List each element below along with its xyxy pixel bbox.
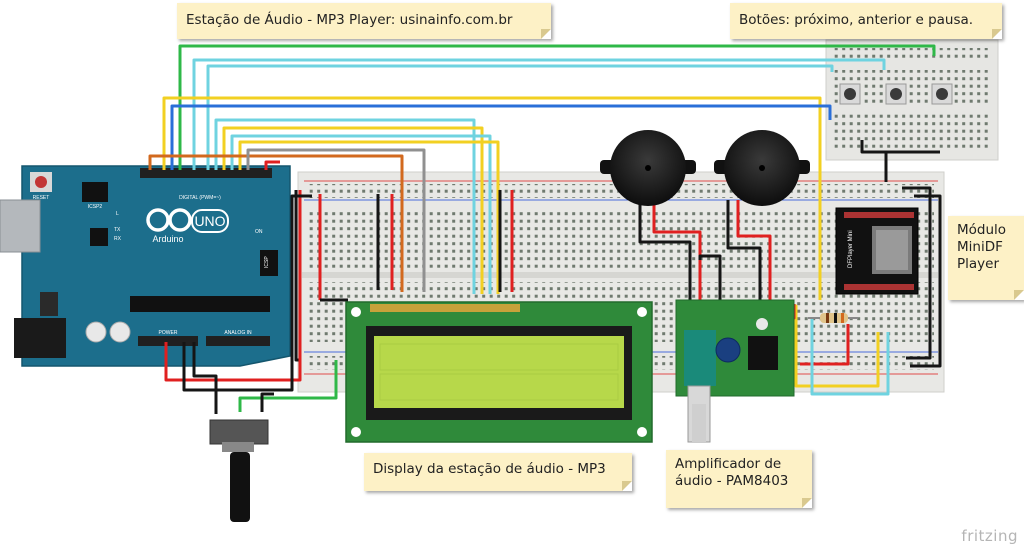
note-amplifier-line-1: Amplificador de xyxy=(675,456,782,472)
speaker-left-icon xyxy=(600,130,696,206)
note-buttons: Botões: próximo, anterior e pausa. xyxy=(730,3,1002,39)
volume-knob-icon xyxy=(692,404,706,442)
dfplayer-label: DFPlayer Mini xyxy=(848,230,854,268)
note-module-line-1: Módulo xyxy=(957,222,1007,238)
potentiometer-knob-icon xyxy=(230,452,250,522)
arduino-logo-icon xyxy=(146,208,192,232)
note-module-line-3: Player xyxy=(957,256,1000,272)
note-module: Módulo MiniDF Player xyxy=(948,216,1024,300)
arduino-uno-board: UNO Arduino RESET ICSP2 DIGITAL (PWM=~) … xyxy=(0,165,291,367)
arduino-analog-label: ANALOG IN xyxy=(224,330,252,336)
arduino-rx-label: RX xyxy=(114,236,122,242)
note-amplifier-line-2: áudio - PAM8403 xyxy=(675,473,789,489)
fritzing-watermark: fritzing xyxy=(961,527,1018,545)
arduino-l-label: L xyxy=(116,211,119,217)
pam8403-amplifier xyxy=(675,299,795,443)
dfplayer-mini-module: DFPlayer Mini xyxy=(835,207,919,295)
power-wires xyxy=(164,140,942,414)
arduino-brand-label: Arduino xyxy=(152,234,183,244)
push-button-next xyxy=(839,83,861,105)
arduino-digital-label: DIGITAL (PWM=~) xyxy=(179,195,221,201)
push-button-previous xyxy=(885,83,907,105)
arduino-model-label: UNO xyxy=(194,213,225,229)
potentiometer xyxy=(209,419,269,522)
note-module-line-2: MiniDF xyxy=(957,239,1003,255)
note-amplifier: Amplificador de áudio - PAM8403 xyxy=(666,450,812,508)
push-buttons xyxy=(839,83,953,105)
resistor xyxy=(808,313,858,323)
lcd-display-module xyxy=(345,301,653,443)
note-buttons-text: Botões: próximo, anterior e pausa. xyxy=(739,12,974,28)
note-display-text: Display da estação de áudio - MP3 xyxy=(373,461,606,477)
speaker-right-icon xyxy=(714,130,810,206)
arduino-tx-label: TX xyxy=(114,227,121,233)
arduino-icsp2-label: ICSP2 xyxy=(88,204,103,210)
arduino-on-label: ON xyxy=(255,229,263,235)
note-display: Display da estação de áudio - MP3 xyxy=(364,453,632,491)
note-station-text: Estação de Áudio - MP3 Player: usinainfo… xyxy=(186,12,513,28)
arduino-power-label: POWER xyxy=(159,330,178,336)
note-station-title: Estação de Áudio - MP3 Player: usinainfo… xyxy=(177,3,551,39)
signal-wires xyxy=(148,44,936,300)
push-button-pause xyxy=(931,83,953,105)
speakers xyxy=(600,130,810,206)
lcd-screen xyxy=(374,336,624,408)
arduino-reset-label: RESET xyxy=(33,195,50,201)
arduino-icsp-label: ICSP xyxy=(264,256,270,268)
